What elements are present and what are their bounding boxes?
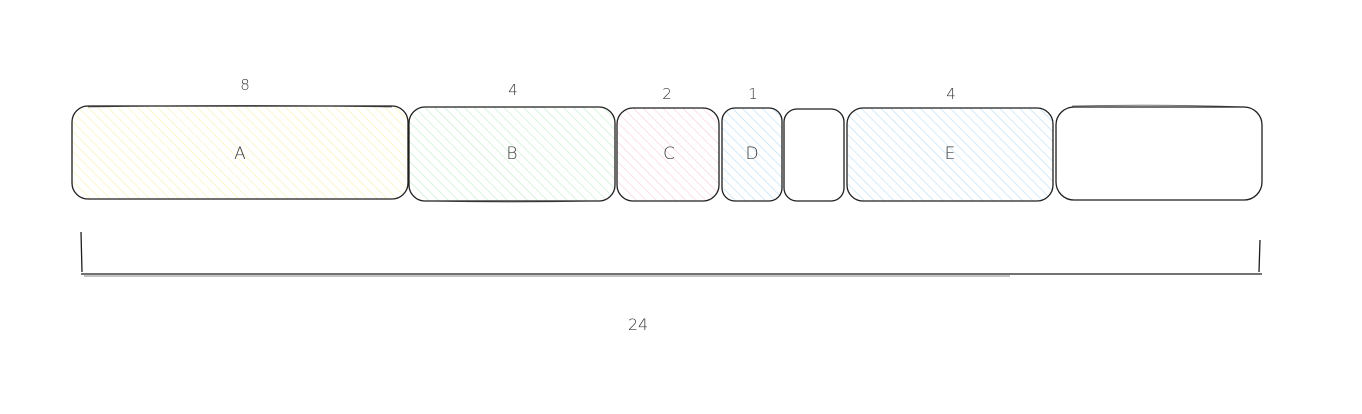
- block-c: C 2: [616, 85, 720, 202]
- block-c-size: 2: [662, 85, 672, 103]
- block-d-size: 1: [748, 85, 758, 103]
- block-b-box: [408, 106, 616, 202]
- block-a-box: [71, 105, 409, 200]
- block-e-label: E: [945, 144, 956, 164]
- block-empty-large-box: [1055, 106, 1263, 201]
- block-d-label: D: [745, 144, 758, 164]
- block-e-size: 4: [946, 85, 956, 103]
- block-a-size: 8: [240, 76, 250, 94]
- bracket-baseline: [80, 272, 1263, 275]
- block-empty-small: [783, 108, 845, 202]
- block-b: B 4: [408, 81, 616, 203]
- block-b-size: 4: [508, 81, 518, 99]
- bracket-right-tick: [1258, 239, 1261, 273]
- block-e: E 4: [846, 85, 1054, 202]
- block-a-label: A: [234, 144, 246, 164]
- block-empty-large: [1055, 104, 1263, 201]
- total-size-label: 24: [628, 315, 648, 334]
- block-b-label: B: [506, 144, 517, 164]
- block-e-box: [846, 107, 1054, 202]
- block-a: A 8: [71, 76, 409, 200]
- block-c-label: C: [663, 144, 675, 164]
- block-c-box: [616, 107, 720, 202]
- block-d: D 1: [721, 85, 783, 202]
- block-empty-small-box: [783, 108, 845, 202]
- bracket-left-tick: [80, 231, 83, 273]
- block-d-box: [721, 107, 783, 202]
- total-bracket: 24: [80, 231, 1263, 334]
